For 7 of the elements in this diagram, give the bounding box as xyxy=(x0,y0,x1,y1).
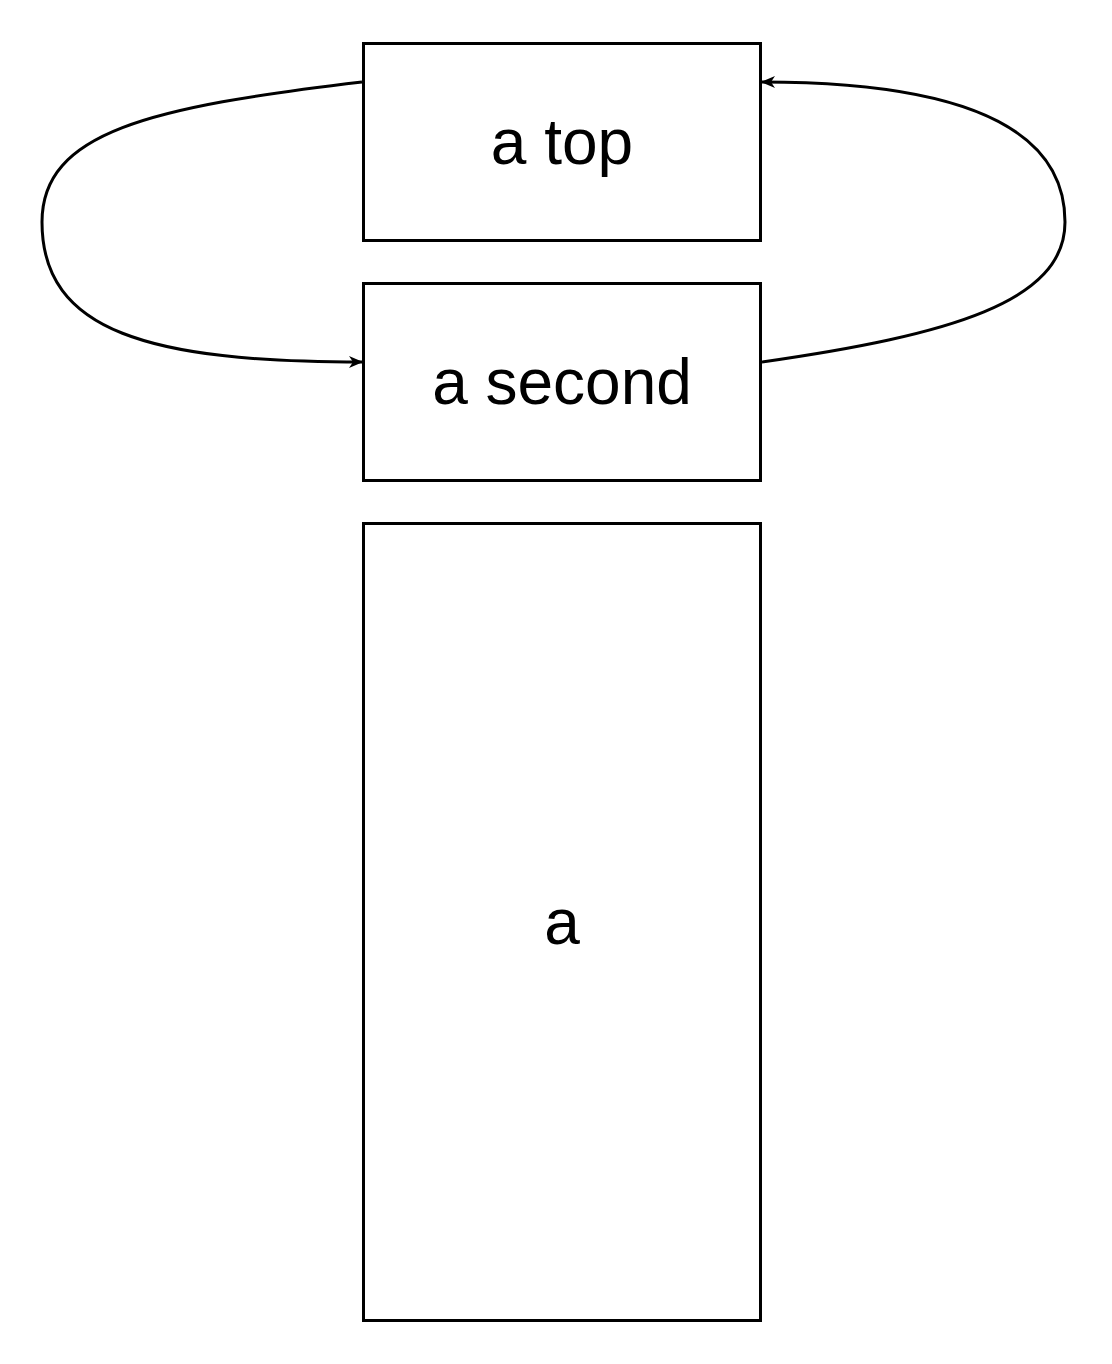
process-box xyxy=(362,522,762,1322)
box-label: a xyxy=(544,890,580,954)
curved-arrow xyxy=(761,76,1067,364)
curved-arrow xyxy=(40,80,363,368)
process-box xyxy=(362,282,762,482)
box-label: a second xyxy=(432,350,692,414)
process-box xyxy=(362,42,762,242)
